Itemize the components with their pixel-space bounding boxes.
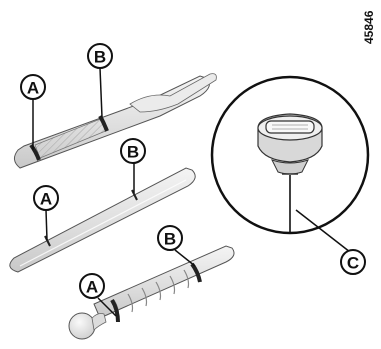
magnified-detail	[210, 75, 370, 235]
figure-reference-number: 45846	[362, 10, 376, 44]
callout-a3-text: A	[86, 278, 98, 297]
min-mark-line-2	[44, 235, 51, 247]
callout-b3: B	[157, 225, 183, 251]
callout-b1-text: B	[94, 48, 106, 67]
leader-lines	[32, 67, 351, 317]
max-mark-band-1	[98, 115, 109, 132]
callout-b3-text: B	[164, 230, 176, 249]
callout-a2-text: A	[40, 190, 52, 209]
callout-c: C	[340, 249, 366, 275]
callout-b1: B	[87, 43, 113, 69]
callout-a3: A	[79, 273, 105, 299]
callout-b2: B	[120, 138, 146, 164]
callout-b2-text: B	[127, 143, 139, 162]
dipstick-1	[14, 73, 217, 169]
callout-a2: A	[33, 185, 59, 211]
callout-a1: A	[20, 74, 46, 100]
callout-a1-text: A	[27, 79, 39, 98]
min-mark-band-3	[110, 298, 120, 323]
callout-c-text: C	[347, 254, 359, 273]
dipstick-2	[9, 167, 196, 273]
dipstick-3	[68, 245, 235, 340]
max-mark-line-2	[131, 189, 138, 201]
max-mark-band-3	[190, 262, 202, 283]
min-mark-band-1	[29, 143, 41, 161]
